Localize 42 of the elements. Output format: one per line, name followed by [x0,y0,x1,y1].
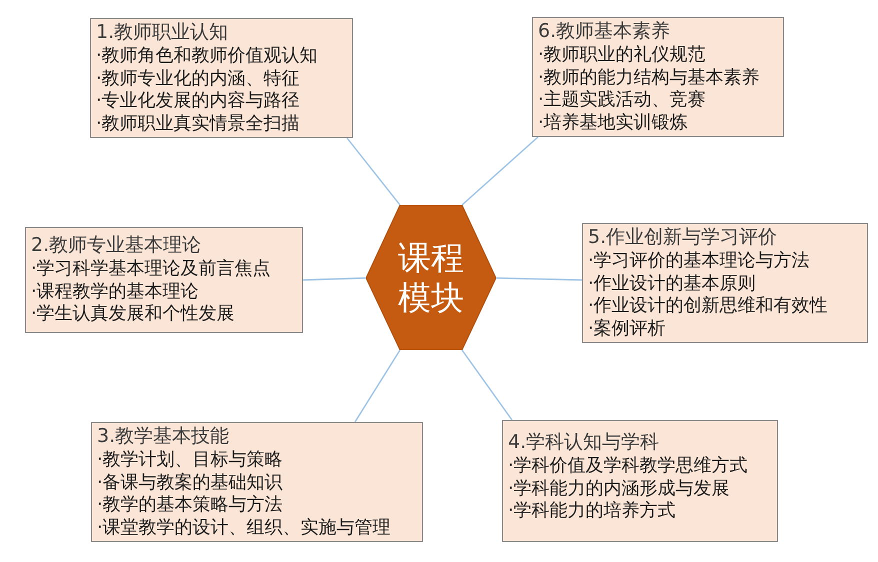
bullet-item: ·专业化发展的内容与路径 [96,90,301,112]
hexagon-node [366,205,496,350]
box-heading: 3.教学基本技能 [97,424,230,449]
topic-box [502,420,778,542]
bullet-item: ·案例评析 [588,318,667,340]
connector-line [302,277,366,281]
box-heading: 5.作业创新与学习评价 [588,225,778,250]
box-heading: 1.教师职业认知 [96,20,230,45]
bullet-item: ·课堂教学的设计、组织、实施与管理 [97,516,392,539]
bullet-item: ·学习科学基本理论及前言焦点 [31,258,272,280]
connector-line [346,138,401,206]
connector-line [354,350,401,422]
topic-box [91,422,423,542]
bullet-item: ·课程教学的基本理论 [31,280,200,303]
bullet-item: ·学习评价的基本理论与方法 [588,250,811,272]
topic-box [582,223,868,343]
box-heading: 6.教师基本素养 [538,19,672,44]
bullet-item: ·教师职业的礼仪规范 [538,44,707,66]
bullet-item: ·教学计划、目标与策略 [97,449,284,472]
bullet-item: ·作业设计的创新思维和有效性 [588,295,829,318]
connector-line [496,277,582,281]
bullet-item: ·学生认真发展和个性发展 [31,303,236,326]
bullet-item: ·备课与教案的基础知识 [97,472,284,494]
box-heading: 4.学科认知与学科 [508,430,660,455]
connector-line [461,350,513,420]
bullet-item: ·主题实践活动、竞赛 [538,89,707,112]
connector-line [462,136,538,206]
topic-box [90,18,353,138]
bullet-item: ·培养基地实训锻炼 [538,112,689,134]
bullet-item: ·教学的基本策略与方法 [97,494,284,516]
bullet-item: ·学科价值及学科教学思维方式 [508,455,749,478]
bullet-item: ·作业设计的基本原则 [588,272,757,295]
bullet-item: ·教师的能力结构与基本素养 [538,66,761,89]
topic-box [25,227,303,333]
bullet-item: ·教师职业真实情景全扫描 [96,112,301,135]
topic-box [532,17,784,137]
bullet-item: ·学科能力的培养方式 [508,500,677,522]
bullet-item: ·教师专业化的内涵、特征 [96,68,301,90]
box-heading: 2.教师专业基本理论 [31,233,202,258]
bullet-item: ·教师角色和教师价值观认知 [96,45,319,68]
hexagon-label: 课程模块 [397,238,465,318]
bullet-item: ·学科能力的内涵形成与发展 [508,478,731,500]
